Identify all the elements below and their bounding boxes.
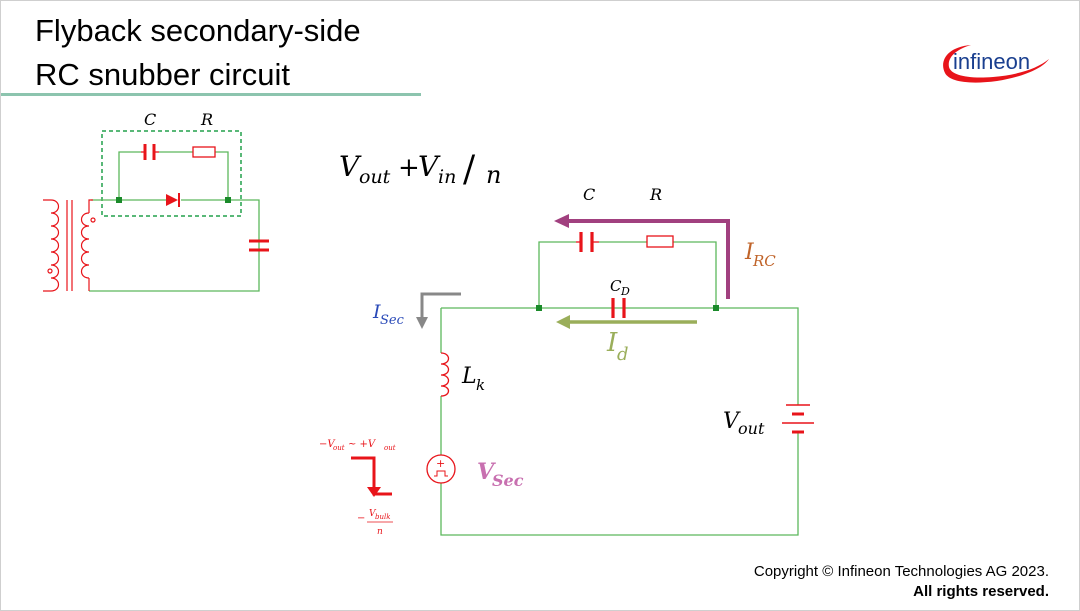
copyright-line-1: Copyright © Infineon Technologies AG 202…	[753, 563, 1049, 580]
waveform-bottom-den: n	[377, 527, 383, 537]
vsec-label-sub: Sec	[492, 471, 524, 490]
rc-resistor	[646, 235, 674, 248]
vout-label: V	[723, 409, 741, 434]
voltage-source-icon: +	[426, 454, 456, 484]
rc-cap-label: C	[583, 185, 595, 204]
title-line-2: RC snubber circuit	[35, 57, 290, 92]
inductor-icon	[440, 352, 450, 397]
waveform-arrow-icon	[367, 487, 381, 497]
vsec-label: V	[477, 459, 496, 485]
formula-in-sub: in	[438, 166, 456, 188]
small-capacitor	[141, 144, 159, 160]
main-circuit-labels: C R C D I RC I d I Sec L k V out V Sec −…	[319, 185, 776, 537]
small-res-label: R	[200, 110, 213, 129]
formula-out-sub: out	[359, 166, 391, 188]
small-resistor	[192, 146, 216, 158]
waveform-icon	[351, 456, 392, 496]
vout-label-sub: out	[738, 419, 765, 438]
formula-v-in: V	[418, 150, 441, 183]
waveform-top-tilde: ~ +V	[348, 439, 377, 450]
rc-res-label: R	[649, 185, 662, 204]
copyright-line-2: All rights reserved.	[913, 583, 1049, 600]
cd-label: C	[610, 277, 622, 295]
logo-swoosh-icon	[943, 45, 1049, 83]
i-sec-arrowhead-icon	[416, 317, 428, 329]
i-rc-arrowhead-icon	[554, 214, 569, 228]
waveform-top-b-sub: out	[384, 444, 396, 452]
formula-v-out: V	[339, 150, 362, 183]
formula-plus: +	[398, 153, 420, 183]
waveform-bottom-minus: −	[357, 513, 365, 524]
waveform-top-a: −V	[319, 439, 336, 450]
waveform-top-a-sub: out	[333, 444, 345, 452]
small-schematic: C R	[43, 110, 269, 292]
cd-capacitor	[611, 298, 626, 318]
formula-n: n	[486, 161, 501, 189]
title-line-1: Flyback secondary-side	[35, 13, 361, 48]
rc-node-right	[713, 305, 719, 311]
rc-branch-wire	[538, 241, 717, 308]
battery-icon	[782, 404, 814, 434]
infineon-logo: infineon	[943, 45, 1049, 83]
rc-node-left	[536, 305, 542, 311]
i-rc-label: I	[744, 240, 755, 265]
copyright: Copyright © Infineon Technologies AG 202…	[754, 562, 1049, 602]
i-rc-label-sub: RC	[752, 252, 776, 270]
small-cap-label: C	[144, 110, 156, 129]
i-sec-arrow	[420, 292, 461, 319]
i-sec-label: I	[372, 301, 381, 323]
i-d-label: I	[606, 328, 618, 358]
i-sec-label-sub: Sec	[380, 313, 405, 328]
small-diode	[166, 193, 180, 207]
lk-label-sub: k	[476, 376, 485, 394]
i-d-label-sub: d	[617, 344, 629, 365]
transformer-icon	[43, 199, 96, 292]
main-loop-wire	[440, 307, 799, 536]
waveform-bottom-num: V	[369, 509, 377, 519]
rc-capacitor	[576, 232, 599, 252]
waveform-bottom-num-sub: bulk	[375, 513, 390, 521]
i-d-arrowhead-icon	[556, 315, 570, 329]
formula: V out + V in / n	[339, 149, 501, 190]
main-circuit: +	[351, 214, 814, 536]
logo-text: infineon	[953, 49, 1030, 74]
formula-slash: /	[463, 149, 476, 190]
lk-label: L	[461, 364, 477, 389]
small-diode-wire	[89, 199, 260, 292]
cd-label-sub: D	[620, 285, 630, 298]
small-rc-wire	[118, 151, 229, 200]
slide-title: Flyback secondary-side RC snubber circui…	[35, 9, 361, 97]
small-output-capacitor	[249, 239, 269, 252]
small-node-1	[116, 197, 122, 203]
i-rc-arrow	[566, 219, 730, 299]
source-plus-symbol: +	[436, 457, 445, 470]
small-node-2	[225, 197, 231, 203]
title-underline	[1, 93, 421, 96]
